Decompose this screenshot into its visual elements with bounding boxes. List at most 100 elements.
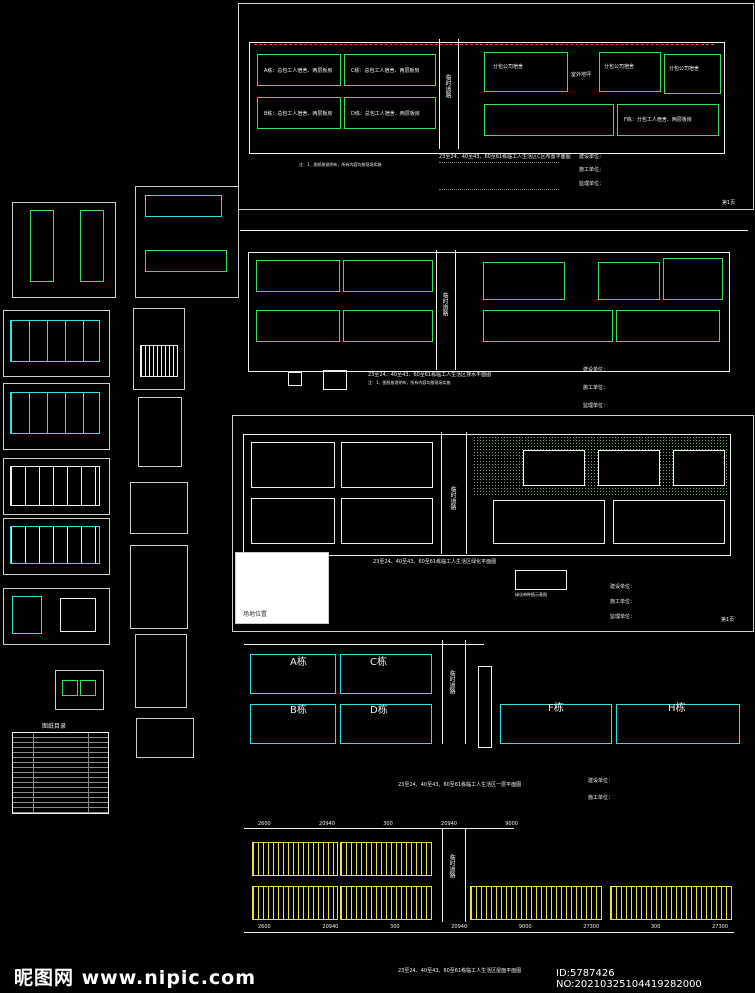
sign-supervise-2: 监理单位：	[583, 403, 609, 409]
thumb-col-4	[130, 545, 188, 629]
sign-build-4: 施工单位：	[588, 795, 614, 801]
block-f-label: F栋：分包工人宿舍、两层板房	[624, 117, 692, 123]
block-b-label: B栋：总包工人宿舍、两层板房	[264, 111, 333, 117]
red-pipe-line	[254, 44, 714, 45]
block-a-label: A栋：总包工人宿舍、两层板房	[264, 68, 333, 74]
section-detail-2	[323, 370, 347, 390]
dim-bot-8: 27300	[712, 924, 728, 930]
thumb-detail-1-plan	[30, 210, 54, 282]
block-sub-2a	[483, 262, 565, 300]
location-map	[235, 552, 329, 624]
thumb-elev-2-grid	[10, 392, 100, 434]
watermark-id: ID:5787426 NO:20210325104419282000	[556, 968, 702, 990]
sign-design-3: 建设单位：	[610, 584, 636, 590]
roof-f	[610, 886, 732, 920]
dim-line-bottom-5	[244, 932, 734, 933]
block-sub-2c	[663, 258, 723, 300]
dim-line-top	[240, 230, 748, 231]
dim-bot-4: 20940	[451, 924, 468, 930]
label-h: H栋	[668, 703, 686, 714]
block-sub-3b	[598, 450, 660, 486]
outdoor-label: 室外地坪	[571, 72, 592, 78]
dim-line-top-5	[244, 828, 514, 829]
block-sub1: 分包公司宿舍	[484, 52, 568, 92]
block-f: F栋：分包工人宿舍、两层板房	[617, 104, 719, 136]
page-number-3: 第1页	[721, 617, 735, 623]
dim-bot-1: 2600	[258, 924, 271, 930]
temp-road-4	[442, 640, 466, 744]
block-sub-2b	[598, 262, 660, 300]
roof-a	[252, 842, 338, 876]
block-d-label: D栋：总包工人宿舍、两层板房	[351, 111, 420, 117]
site-boundary-3	[243, 434, 731, 556]
label-c: C栋	[370, 657, 387, 668]
thumb-col-1	[133, 308, 185, 390]
note-lines	[439, 162, 559, 190]
dims-bottom: 2600 20940 300 20940 9000 27300 300 2730…	[258, 924, 728, 930]
thumb-col-3	[130, 482, 188, 534]
block-d-4	[340, 704, 432, 744]
temp-road-3	[441, 432, 467, 554]
temp-road-5	[442, 828, 466, 922]
block-f-4	[500, 704, 612, 744]
plan-title-2: 23至24、40至43、60至61栋临工人生活区排水平面图	[368, 372, 492, 378]
notes: 注：1、图纸按说明布，所有内容均按现场实施	[299, 162, 382, 167]
dim-bot-3: 300	[390, 924, 400, 930]
temp-road-4-label: 临时道路	[448, 670, 455, 694]
dim-top-4: 20940	[441, 821, 457, 827]
dim-top-1: 2600	[258, 821, 271, 827]
block-f-2	[616, 310, 720, 342]
block-d-3	[341, 498, 433, 544]
thumb-section-1	[12, 596, 42, 634]
sheet1-frame: A栋：总包工人宿舍、两层板房 C栋：总包工人宿舍、两层板房 B栋：总包工人宿舍、…	[238, 3, 754, 210]
plan-title-3: 23至24、40至43、60至61栋临工人生活区绿化平面图	[373, 559, 497, 565]
thumb-elev-3-grid	[10, 466, 100, 506]
block-sub3: 分包公司宿舍	[664, 54, 721, 94]
site-boundary	[249, 42, 725, 154]
temp-road-5-label: 临时道路	[448, 854, 455, 878]
block-c-3	[341, 442, 433, 488]
thumb-small	[55, 670, 104, 710]
block-c-4	[340, 654, 432, 694]
sign-design-4: 建设单位：	[588, 778, 614, 784]
dim-bot-2: 20940	[322, 924, 339, 930]
temp-road-2-label: 临时道路	[441, 292, 448, 316]
block-b-4	[250, 704, 336, 744]
sign-build-2: 施工单位：	[583, 385, 609, 391]
block-sub2-label: 分包公司宿舍	[604, 64, 635, 70]
roof-e	[470, 886, 602, 920]
thumb-elev-1-grid	[10, 320, 100, 362]
block-sub-3c	[673, 450, 725, 486]
label-f: F栋	[548, 703, 564, 714]
block-c-label: C栋：总包工人宿舍、两层板房	[351, 68, 420, 74]
block-f-3	[613, 500, 725, 544]
thumb-col-6	[136, 718, 194, 758]
block-d: D栋：总包工人宿舍、两层板房	[344, 97, 436, 129]
plan-title-4: 23至24、40至43、60至61栋临工人生活区一层平面图	[398, 782, 522, 788]
thumb-detail-2	[135, 186, 239, 298]
dim-top-2: 20940	[319, 821, 335, 827]
thumb-detail-2-a	[145, 195, 222, 217]
block-b: B栋：总包工人宿舍、两层板房	[257, 97, 341, 129]
sign-design: 建设单位：	[579, 154, 605, 160]
block-b-3	[251, 498, 335, 544]
temp-road	[439, 39, 459, 149]
block-e-2	[483, 310, 613, 342]
thumb-elev-3	[3, 458, 110, 515]
thumb-small-a	[62, 680, 78, 696]
site-boundary-2	[248, 252, 730, 372]
block-e-3	[493, 500, 605, 544]
plan-title-5: 23至24、40至43、60至61栋临工人生活区屋面平面图	[398, 968, 522, 974]
thumb-elev-4	[3, 518, 110, 575]
sign-build: 施工单位：	[579, 167, 605, 173]
dim-bot-5: 9000	[518, 924, 532, 930]
block-sub-3a	[523, 450, 585, 486]
thumb-elev-2	[3, 383, 110, 450]
label-d: D栋	[370, 705, 388, 716]
block-a-2	[256, 260, 340, 292]
block-d-2	[343, 310, 433, 342]
block-stair	[478, 666, 492, 748]
thumb-col-5	[135, 634, 187, 708]
temp-road-label: 临时道路	[444, 74, 451, 98]
block-a-4	[250, 654, 336, 694]
